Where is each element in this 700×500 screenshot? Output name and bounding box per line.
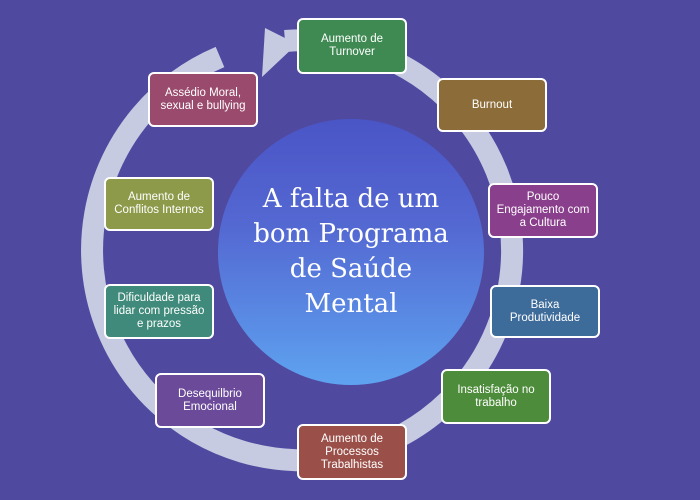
node-label: Baixa Produtividade: [509, 298, 581, 324]
node-label: Aumento de Conflitos Internos: [114, 191, 204, 216]
node-label: Aumento de Turnover: [320, 33, 383, 58]
node-aumento-turnover: Aumento de Turnover: [297, 18, 407, 74]
node-label: Assédio Moral, sexual e bullying: [160, 86, 246, 112]
node-insatisfacao: Insatisfação no trabalho: [441, 369, 551, 424]
node-label: Pouco Engajamento com a Cultura: [496, 191, 590, 229]
node-label: Dificuldade para lidar com pressão e pra…: [113, 292, 205, 330]
node-pouco-engajamento: Pouco Engajamento com a Cultura: [488, 183, 598, 238]
node-burnout: Burnout: [437, 78, 547, 132]
node-label: Desequilbrio Emocional: [178, 387, 242, 413]
node-desequilibrio-emocional: Desequilbrio Emocional: [155, 373, 265, 428]
center-title: A falta de um bom Programa de Saúde Ment…: [253, 184, 449, 319]
node-baixa-produtividade: Baixa Produtividade: [490, 285, 600, 338]
node-conflitos-internos: Aumento de Conflitos Internos: [104, 177, 214, 231]
node-label: Aumento de Processos Trabalhistas: [320, 432, 384, 471]
node-assedio: Assédio Moral, sexual e bullying: [148, 72, 258, 127]
center-circle: A falta de um bom Programa de Saúde Ment…: [218, 119, 484, 385]
node-dificuldade-pressao: Dificuldade para lidar com pressão e pra…: [104, 284, 214, 339]
node-label: Burnout: [471, 98, 513, 111]
ring-arrowhead: [262, 28, 297, 77]
node-label: Insatisfação no trabalho: [457, 383, 535, 409]
node-processos-trabalhistas: Aumento de Processos Trabalhistas: [297, 424, 407, 480]
